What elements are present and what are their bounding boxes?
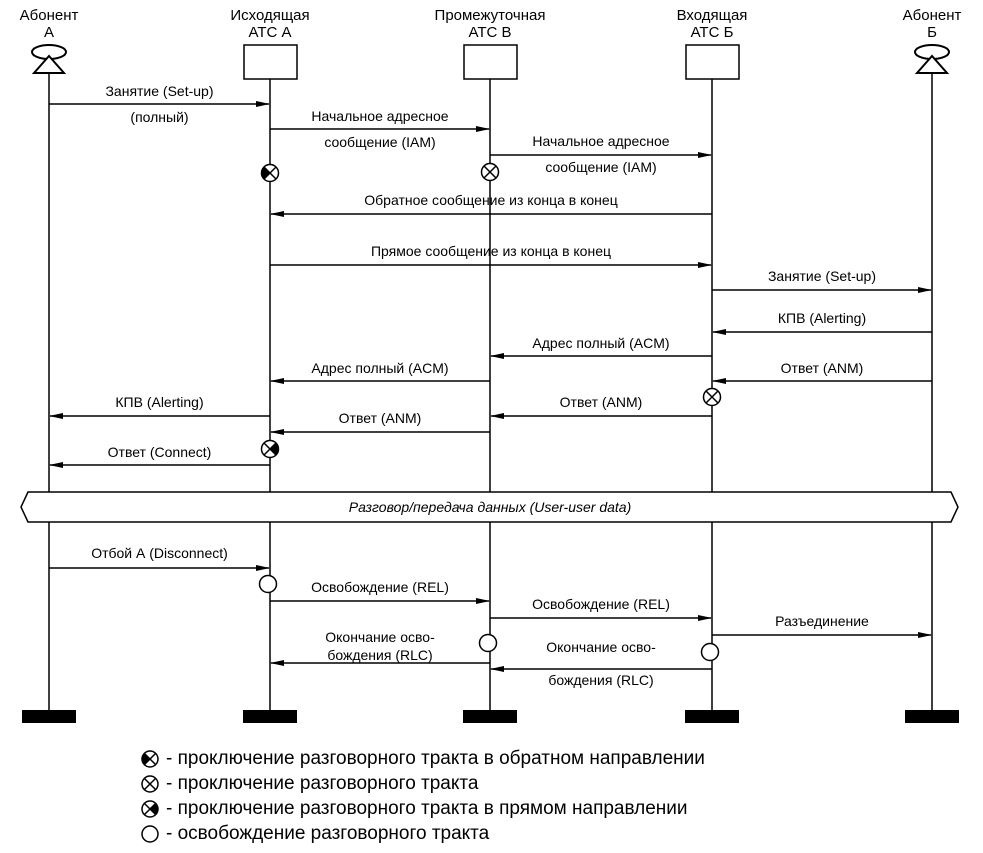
message-label: Освобождение (REL)	[532, 596, 670, 612]
release-icon	[700, 642, 720, 662]
exchange-box	[463, 44, 518, 80]
conversation-band-label: Разговор/передача данных (User-user data…	[349, 499, 632, 515]
message-arrow: Обратное сообщение из конца в конец	[270, 192, 712, 217]
message-arrow: Ответ (Connect)	[49, 444, 270, 468]
lifeline-end-bar	[905, 710, 959, 723]
message-arrow: Начальное адресное сообщение (IAM)	[270, 108, 490, 150]
message-label: Начальное адресное	[532, 133, 669, 149]
participant-title: Исходящая	[230, 7, 309, 24]
telephone-icon	[31, 44, 67, 74]
legend: - проключение разговорного тракта в обра…	[140, 746, 705, 846]
lifeline-end-bar	[243, 710, 297, 723]
participant-subscriber-b: Абонент Б	[903, 7, 962, 74]
message-label-line2: бождения (RLC)	[327, 647, 432, 663]
connect-both-icon	[141, 774, 159, 793]
message-arrow: Окончание осво-бождения (RLC)	[270, 629, 490, 666]
message-arrow: Адрес полный (ACM)	[270, 360, 490, 384]
participant-transit-exchange: Промежуточная АТС В	[435, 7, 546, 80]
legend-item-forward: - проключение разговорного тракта в прям…	[140, 796, 705, 821]
legend-text: - проключение разговорного тракта в обра…	[166, 748, 705, 769]
participant-title: Абонент	[903, 7, 962, 24]
sequence-diagram: Абонент А Исходящая АТС А Промежуточная …	[20, 7, 962, 723]
message-arrow: Ответ (ANM)	[270, 410, 490, 435]
participant-subtitle: А	[44, 24, 54, 41]
message-label: КПВ (Alerting)	[115, 394, 203, 410]
message-arrow: Прямое сообщение из конца в конец	[270, 243, 712, 268]
connect-forward-icon	[141, 799, 159, 818]
connect-forward-icon	[260, 439, 280, 459]
participant-originating-exchange: Исходящая АТС А	[230, 7, 310, 80]
telephone-icon	[914, 44, 950, 74]
message-label-line2: сообщение (IAM)	[324, 134, 435, 150]
message-label: Начальное адресное	[311, 108, 448, 124]
participant-subtitle: АТС А	[248, 24, 291, 41]
message-arrow: Окончание осво-бождения (RLC)	[490, 639, 712, 688]
message-arrow: Адрес полный (ACM)	[490, 335, 712, 359]
participant-title: Абонент	[20, 7, 79, 24]
message-arrow: КПВ (Alerting)	[712, 310, 932, 335]
message-arrow: Отбой А (Disconnect)	[49, 545, 270, 571]
participant-subtitle: АТС Б	[691, 24, 734, 41]
message-label: Ответ (ANM)	[339, 410, 422, 426]
lifeline-end-bars	[22, 710, 959, 723]
message-label: Окончание осво-	[325, 629, 435, 645]
connect-both-icon	[480, 162, 500, 182]
release-icon	[141, 824, 159, 843]
release-icon	[478, 633, 498, 653]
message-arrow: Ответ (ANM)	[490, 394, 712, 419]
message-label: КПВ (Alerting)	[778, 310, 866, 326]
message-arrow: Занятие (Set-up)	[712, 268, 932, 293]
message-label-line2: сообщение (IAM)	[545, 159, 656, 175]
lifeline-end-bar	[22, 710, 76, 723]
message-label: Занятие (Set-up)	[768, 268, 876, 284]
messages: Занятие (Set-up) (полный) Начальное адресн…	[49, 83, 932, 688]
message-label: Прямое сообщение из конца в конец	[371, 243, 611, 259]
legend-item-release: - освобождение разговорного тракта	[140, 821, 705, 846]
message-label: Окончание осво-	[546, 639, 656, 655]
message-arrow: Начальное адресное сообщение (IAM)	[490, 133, 712, 175]
connect-both-icon	[702, 387, 722, 407]
participant-subtitle: Б	[927, 24, 937, 41]
conversation-band: Разговор/передача данных (User-user data…	[20, 491, 959, 523]
legend-text: - проключение разговорного тракта	[166, 773, 479, 794]
message-label: Разъединение	[775, 613, 869, 629]
release-icon	[258, 574, 278, 594]
message-arrow: Ответ (ANM)	[712, 360, 932, 384]
participant-subscriber-a: Абонент А	[20, 7, 79, 74]
message-label-line2: бождения (RLC)	[548, 672, 653, 688]
legend-item-backward: - проключение разговорного тракта в обра…	[140, 746, 705, 771]
exchange-box	[685, 44, 740, 80]
message-label: Адрес полный (ACM)	[311, 360, 448, 376]
participant-terminating-exchange: Входящая АТС Б	[677, 7, 748, 80]
lifeline-end-bar	[463, 710, 517, 723]
connect-backward-icon	[260, 163, 280, 183]
message-label: Отбой А (Disconnect)	[91, 545, 228, 561]
legend-text: - проключение разговорного тракта в прям…	[166, 798, 688, 819]
message-arrow: Разъединение	[712, 613, 932, 638]
message-label: Ответ (ANM)	[781, 360, 864, 376]
message-arrow: Освобождение (REL)	[270, 579, 490, 604]
message-arrow: Освобождение (REL)	[490, 596, 712, 621]
message-label: Освобождение (REL)	[311, 579, 449, 595]
legend-item-both: - проключение разговорного тракта	[140, 771, 705, 796]
message-label-line2: (полный)	[130, 109, 188, 125]
message-label: Ответ (Connect)	[108, 444, 212, 460]
message-arrow: КПВ (Alerting)	[49, 394, 270, 419]
message-arrow: Занятие (Set-up) (полный)	[49, 83, 270, 125]
participant-title: Входящая	[677, 7, 748, 24]
connect-backward-icon	[141, 749, 159, 768]
participant-title: Промежуточная	[435, 7, 546, 24]
message-label: Ответ (ANM)	[560, 394, 643, 410]
lifeline-end-bar	[685, 710, 739, 723]
participant-subtitle: АТС В	[468, 24, 511, 41]
message-label: Адрес полный (ACM)	[532, 335, 669, 351]
legend-text: - освобождение разговорного тракта	[166, 823, 490, 844]
exchange-box	[243, 44, 298, 80]
message-label: Обратное сообщение из конца в конец	[364, 192, 617, 208]
markers	[258, 162, 722, 662]
message-label: Занятие (Set-up)	[105, 83, 213, 99]
